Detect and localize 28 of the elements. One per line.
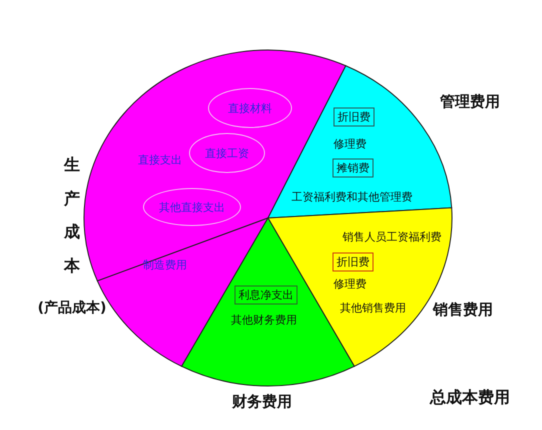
vertical-label: 生产成本	[64, 154, 80, 277]
item-text: 直接工资	[205, 146, 249, 160]
sector-text: 直接支出	[138, 152, 182, 168]
item-text: 直接材料	[228, 100, 272, 116]
item-text: 其他直接支出	[159, 200, 225, 214]
category-label: 总成本费用	[430, 388, 510, 408]
item-text: 摊销费	[336, 160, 370, 176]
item-text: 折旧费	[338, 110, 370, 124]
sector-text: 其他销售费用	[340, 300, 406, 316]
sector-label: 管理费用	[440, 92, 500, 112]
item-box	[234, 286, 298, 304]
sector-text: 销售人员工资福利费	[342, 230, 442, 244]
sector-text: 其他财务费用	[231, 312, 297, 328]
item-oval	[143, 188, 241, 226]
sector-text: 制造费用	[143, 258, 187, 272]
item-box	[332, 158, 374, 178]
item-box	[334, 108, 374, 126]
sector-text: 修理费	[334, 276, 366, 292]
sector-label: 财务费用	[232, 392, 292, 412]
category-label: (产品成本)	[38, 299, 106, 317]
item-text: 利息净支出	[238, 288, 294, 302]
sector-text: 修理费	[334, 136, 366, 152]
item-oval	[189, 133, 265, 173]
sector-label: 销售费用	[433, 300, 493, 320]
sector-text: 工资福利费和其他管理费	[292, 190, 412, 204]
item-oval	[208, 88, 292, 128]
item-box	[332, 252, 374, 272]
item-text: 折旧费	[336, 254, 370, 270]
